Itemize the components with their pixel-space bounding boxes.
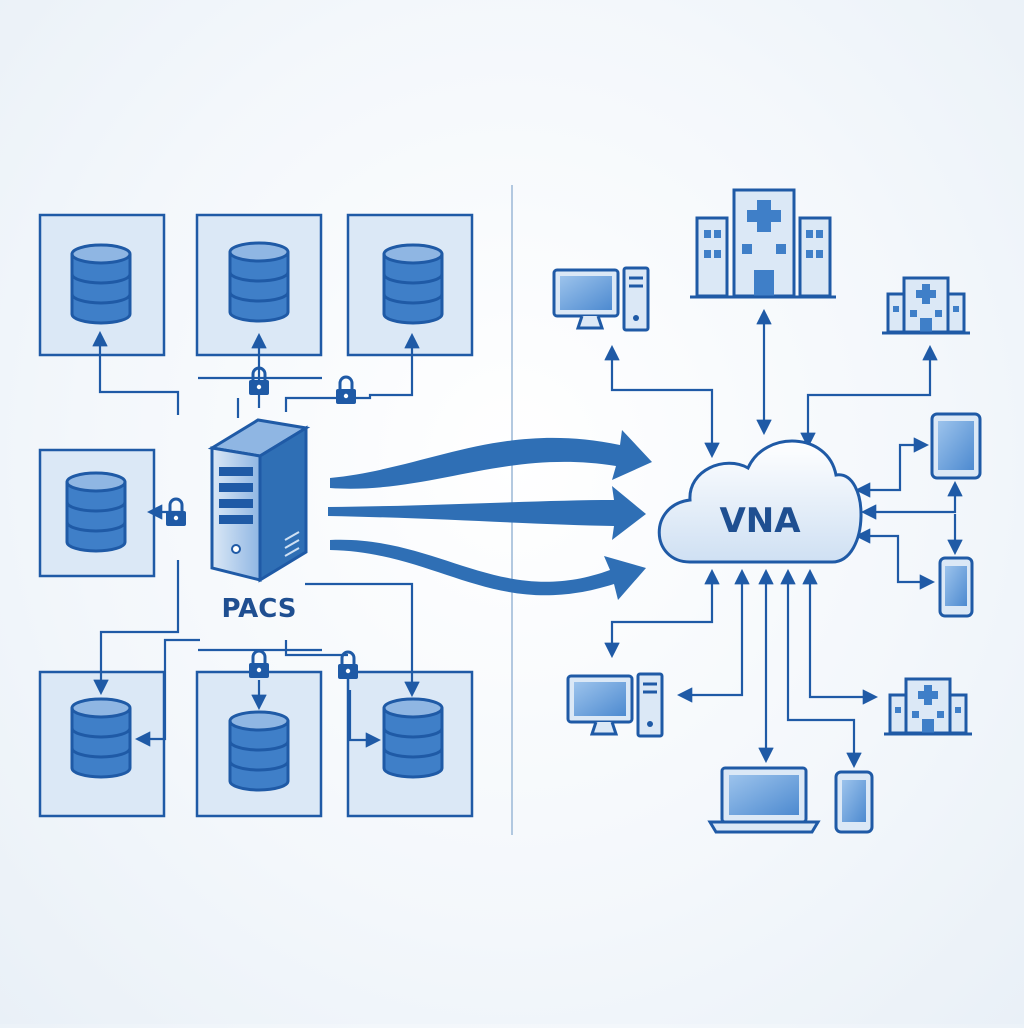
- storage-node: [346, 670, 474, 818]
- database-icon: [382, 697, 444, 779]
- database-icon: [228, 710, 290, 792]
- lock-icon: [247, 649, 271, 680]
- lock-icon: [164, 497, 188, 528]
- vna-connectors: [604, 308, 963, 769]
- storage-node: [195, 213, 323, 357]
- storage-node: [38, 213, 166, 357]
- database-icon: [65, 471, 127, 553]
- migration-arrows: [328, 430, 652, 600]
- storage-node: [38, 448, 156, 578]
- database-icon: [70, 697, 132, 779]
- server-icon: [207, 418, 311, 583]
- vna-label: VNA: [719, 501, 801, 541]
- database-icon: [70, 243, 132, 325]
- pacs-storage-cluster: PACS: [38, 213, 474, 818]
- hospital-icon: [880, 276, 972, 335]
- smartphone-icon: [834, 770, 874, 834]
- lock-icon: [334, 375, 358, 406]
- desktop-computer-icon: [566, 672, 664, 738]
- hospital-icon: [690, 188, 836, 299]
- pacs-label: PACS: [221, 594, 296, 624]
- hospital-icon: [882, 677, 974, 736]
- database-icon: [382, 243, 444, 325]
- storage-node: [346, 213, 474, 357]
- tablet-icon: [930, 412, 982, 480]
- database-icon: [228, 241, 290, 323]
- desktop-computer-icon: [552, 266, 650, 332]
- cloud-icon: [657, 439, 863, 564]
- vna-network: VNA: [552, 188, 982, 834]
- laptop-icon: [707, 766, 821, 834]
- storage-node: [38, 670, 166, 818]
- smartphone-icon: [938, 556, 974, 618]
